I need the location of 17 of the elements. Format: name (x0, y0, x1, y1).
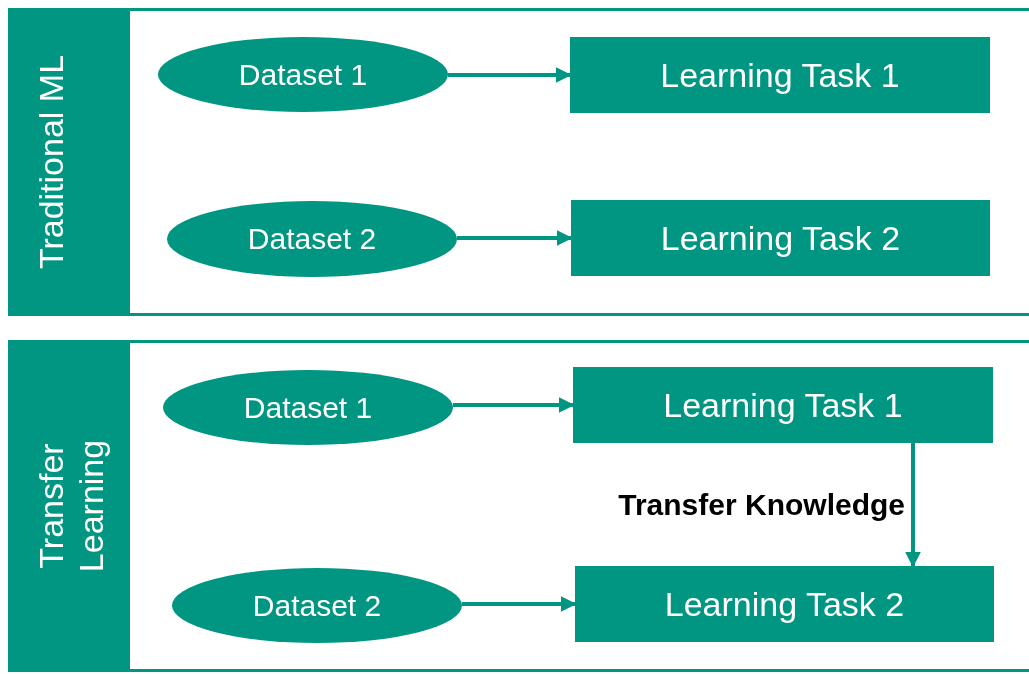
panel-title: Transfer Learning (30, 438, 111, 575)
group-panel (8, 8, 1029, 316)
dataset-ellipse: Dataset 2 (167, 201, 457, 277)
group-panel (8, 340, 1029, 672)
arrow (453, 397, 575, 413)
task-box: Learning Task 2 (571, 200, 990, 276)
task-box: Learning Task 1 (570, 37, 990, 113)
panel-title: Traditional ML (30, 53, 71, 272)
dataset-ellipse: Dataset 1 (158, 37, 448, 112)
arrow (462, 596, 577, 612)
arrow (457, 230, 573, 246)
dataset-ellipse: Dataset 1 (163, 370, 453, 445)
task-box: Learning Task 2 (575, 566, 994, 642)
arrow (448, 67, 572, 83)
arrow (905, 443, 921, 568)
task-box: Learning Task 1 (573, 367, 993, 443)
dataset-ellipse: Dataset 2 (172, 568, 462, 643)
